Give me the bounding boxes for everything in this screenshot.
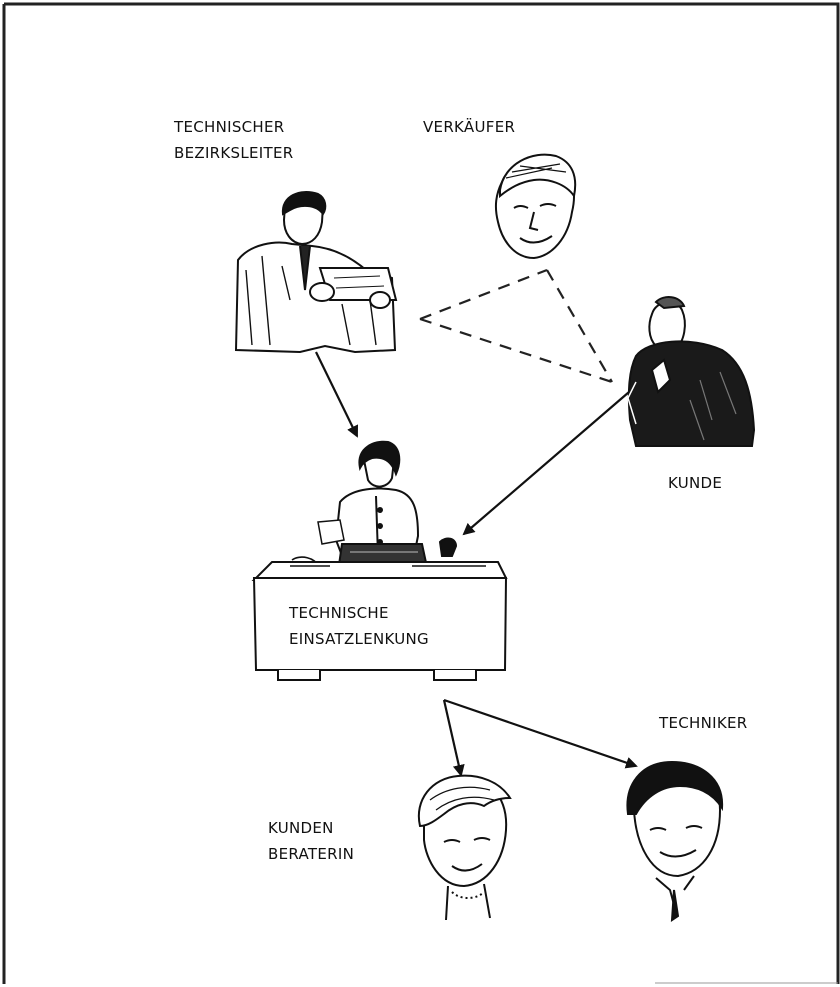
label-line: TECHNISCHER [174, 118, 285, 136]
label-line: TECHNISCHE [289, 604, 389, 622]
dispatcher-figure [291, 440, 476, 579]
label-district-manager: TECHNISCHER BEZIRKSLEITER [174, 114, 293, 166]
label-line: KUNDEN [268, 819, 334, 837]
label-line: BERATERIN [268, 845, 355, 863]
label-dispatch: TECHNISCHE EINSATZLENKUNG [289, 600, 429, 652]
label-line: VERKÄUFER [423, 118, 516, 136]
label-line: EINSATZLENKUNG [289, 630, 429, 648]
district-manager-figure [234, 191, 398, 354]
label-customer: KUNDE [668, 470, 722, 496]
arrow-customer-to-dispatch [462, 385, 637, 536]
desk [251, 561, 508, 681]
label-technician: TECHNIKER [659, 710, 747, 736]
arrow-dispatch-to-advisor [442, 699, 465, 777]
arrow-dispatch-to-technician [443, 698, 638, 769]
salesman-head [494, 153, 577, 260]
customer-figure [627, 296, 756, 447]
label-customer-advisor: KUNDEN BERATERIN [268, 815, 354, 867]
dashed-triangle [419, 268, 613, 384]
arrow-manager-to-dispatch [315, 351, 359, 438]
label-line: KUNDE [668, 474, 723, 492]
customer-advisor-head [417, 774, 512, 921]
technician-head [626, 760, 724, 922]
label-line: BEZIRKSLEITER [174, 144, 294, 162]
label-salesman: VERKÄUFER [423, 114, 515, 140]
label-line: TECHNIKER [659, 714, 748, 732]
